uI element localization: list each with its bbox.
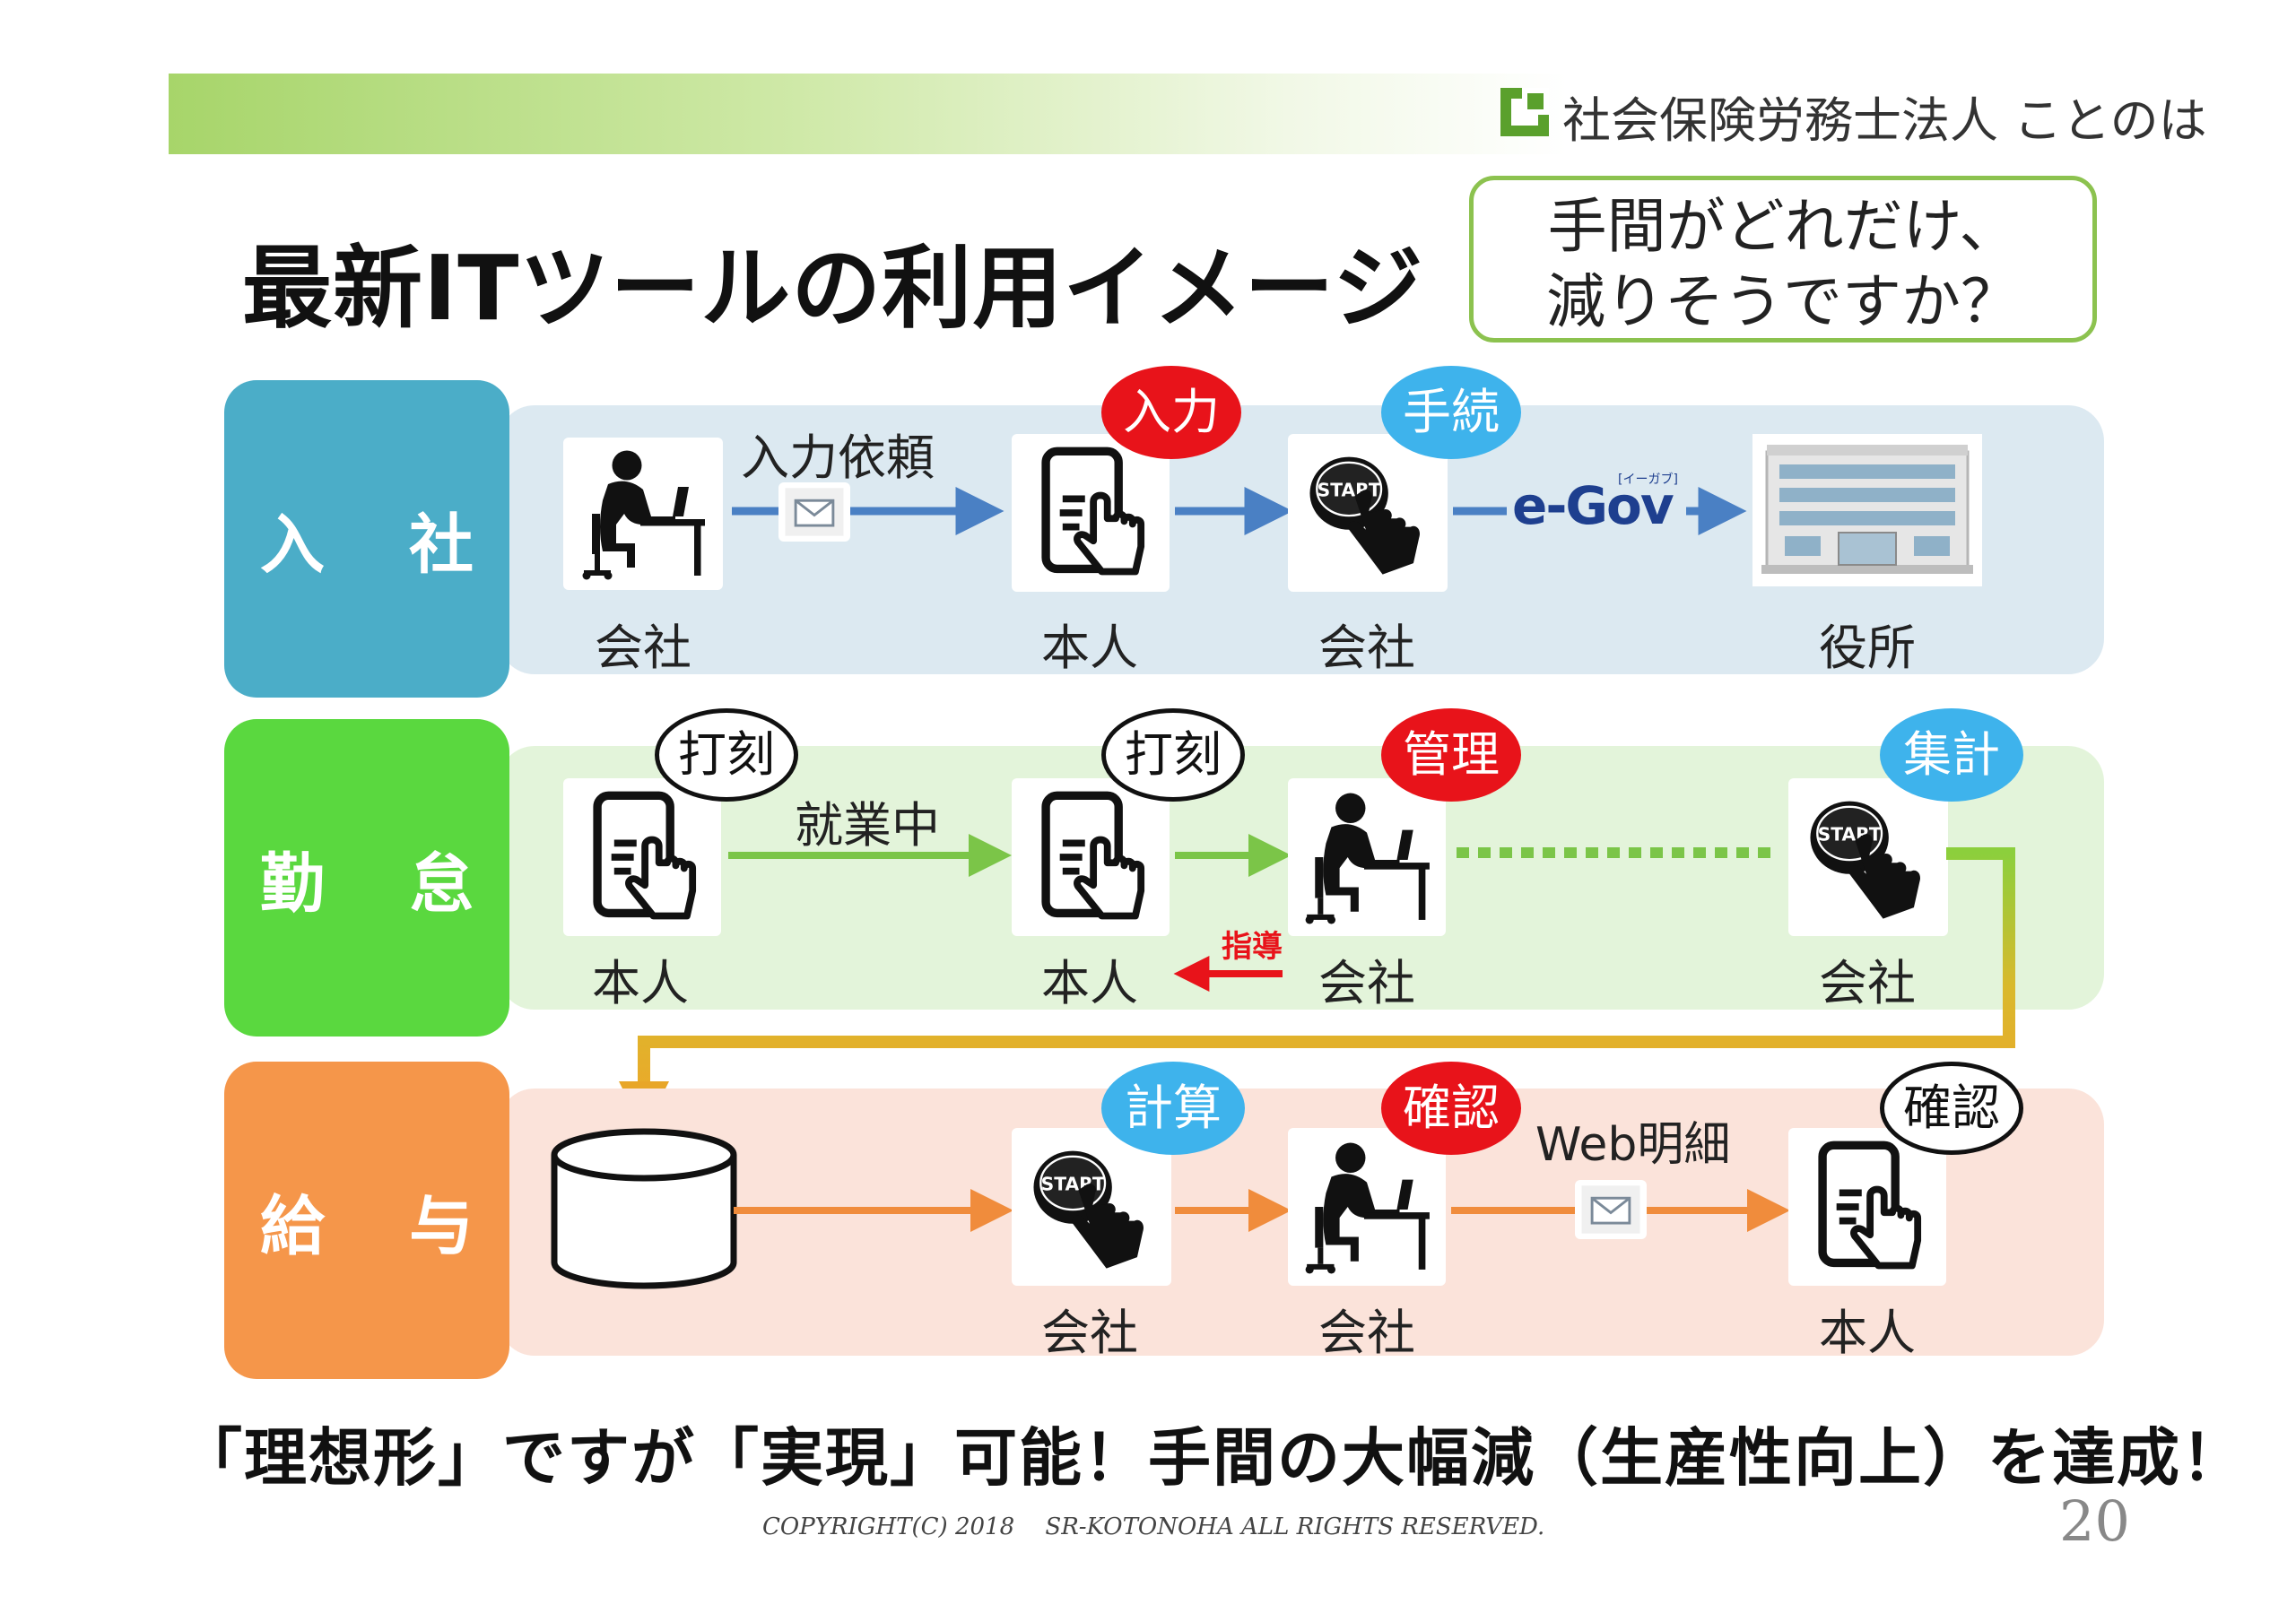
- copyright: COPYRIGHT(C) 2018 SR-KOTONOHA ALL RIGHTS…: [762, 1514, 1545, 1540]
- working-label: 就業中: [795, 797, 940, 854]
- worker-icon-card: [1288, 778, 1446, 936]
- company-name: 社会保険労務士法人 ことのは: [1562, 92, 2207, 149]
- row-label-char-2: 社: [408, 507, 474, 583]
- question-callout: 手間がどれだけ、 減りそうですか？: [1469, 176, 2097, 343]
- actor-label: 会社: [1318, 620, 1415, 676]
- flow-arrow: [734, 1189, 1013, 1232]
- badge-confirm: 確認: [1880, 1062, 2023, 1155]
- badge-clock-in: 打刻: [1101, 708, 1245, 802]
- actor-label: 会社: [595, 620, 691, 676]
- page-title: 最新ITツールの利用イメージ: [242, 236, 1424, 341]
- row-label-payroll: 給 与: [224, 1062, 509, 1379]
- row-label-joining: 入 社: [224, 380, 509, 698]
- flow-arrow: [1175, 834, 1292, 877]
- envelope-icon: [778, 482, 850, 542]
- actor-label: 会社: [1041, 1305, 1138, 1361]
- actor-label: 本人: [592, 955, 689, 1011]
- badge-confirm: 確認: [1381, 1062, 1521, 1155]
- tablet-icon-card: [1012, 434, 1170, 592]
- row-label-char-2: 与: [408, 1188, 474, 1264]
- callout-line-1: 手間がどれだけ、: [1547, 192, 2019, 261]
- actor-label: 本人: [1041, 620, 1138, 676]
- actor-label: 会社: [1318, 1305, 1415, 1361]
- bottom-message: 「理想形」ですが「実現」可能！手間の大幅減（生産性向上）を達成！: [179, 1421, 2246, 1495]
- tablet-icon-card: [563, 778, 721, 936]
- government-building-icon: [1752, 434, 1982, 586]
- flow-arrow: [1175, 487, 1293, 535]
- start-button-icon-card: [1012, 1128, 1171, 1286]
- badge-aggregate: 集計: [1880, 708, 2023, 802]
- badge-calculate: 計算: [1101, 1062, 1245, 1155]
- tablet-icon-card: [1012, 778, 1170, 936]
- flow-arrow: [732, 487, 1004, 535]
- egov-logo-sub: [イーガブ]: [1618, 473, 1678, 487]
- row-label-char-1: 勤: [260, 846, 326, 922]
- handoff-connector: [619, 847, 2015, 1132]
- tablet-icon-card: [1788, 1128, 1946, 1286]
- row-label-char-1: 入: [260, 507, 326, 583]
- worker-icon-card: [563, 438, 723, 590]
- feedback-arrow: [1173, 956, 1283, 992]
- actor-label: 会社: [1819, 955, 1916, 1011]
- dotted-connector: [1457, 847, 1779, 858]
- badge-procedure: 手続: [1381, 366, 1521, 459]
- badge-input: 入力: [1101, 366, 1241, 459]
- worker-icon-card: [1288, 1128, 1446, 1286]
- egov-logo-text: e-Gov: [1512, 475, 1674, 536]
- web-payslip-label: Web明細: [1535, 1118, 1731, 1172]
- header-bar: [169, 74, 1568, 154]
- row-label-char-1: 給: [260, 1188, 326, 1264]
- guidance-label: 指導: [1222, 929, 1283, 965]
- flow-arrow: [728, 834, 1012, 877]
- start-button-icon-card: [1788, 778, 1948, 936]
- egov-logo: [イーガブ] e-Gov: [1507, 472, 1686, 543]
- actor-label: 本人: [1041, 955, 1138, 1011]
- badge-clock-in: 打刻: [655, 708, 798, 802]
- database-icon: [551, 1128, 737, 1289]
- company-logo-icon: [1500, 88, 1549, 136]
- start-button-icon-card: [1288, 434, 1448, 592]
- actor-label: 本人: [1819, 1305, 1916, 1361]
- page-number: 20: [2059, 1488, 2130, 1554]
- actor-label: 会社: [1318, 955, 1415, 1011]
- actor-label: 役所: [1819, 620, 1916, 676]
- envelope-icon: [1575, 1180, 1647, 1239]
- request-label: 入力依頼: [741, 429, 935, 486]
- row-label-attendance: 勤 怠: [224, 719, 509, 1037]
- row-label-char-2: 怠: [408, 846, 474, 922]
- callout-line-2: 減りそうですか？: [1546, 267, 2020, 336]
- badge-manage: 管理: [1381, 708, 1521, 802]
- flow-arrow: [1175, 1189, 1292, 1232]
